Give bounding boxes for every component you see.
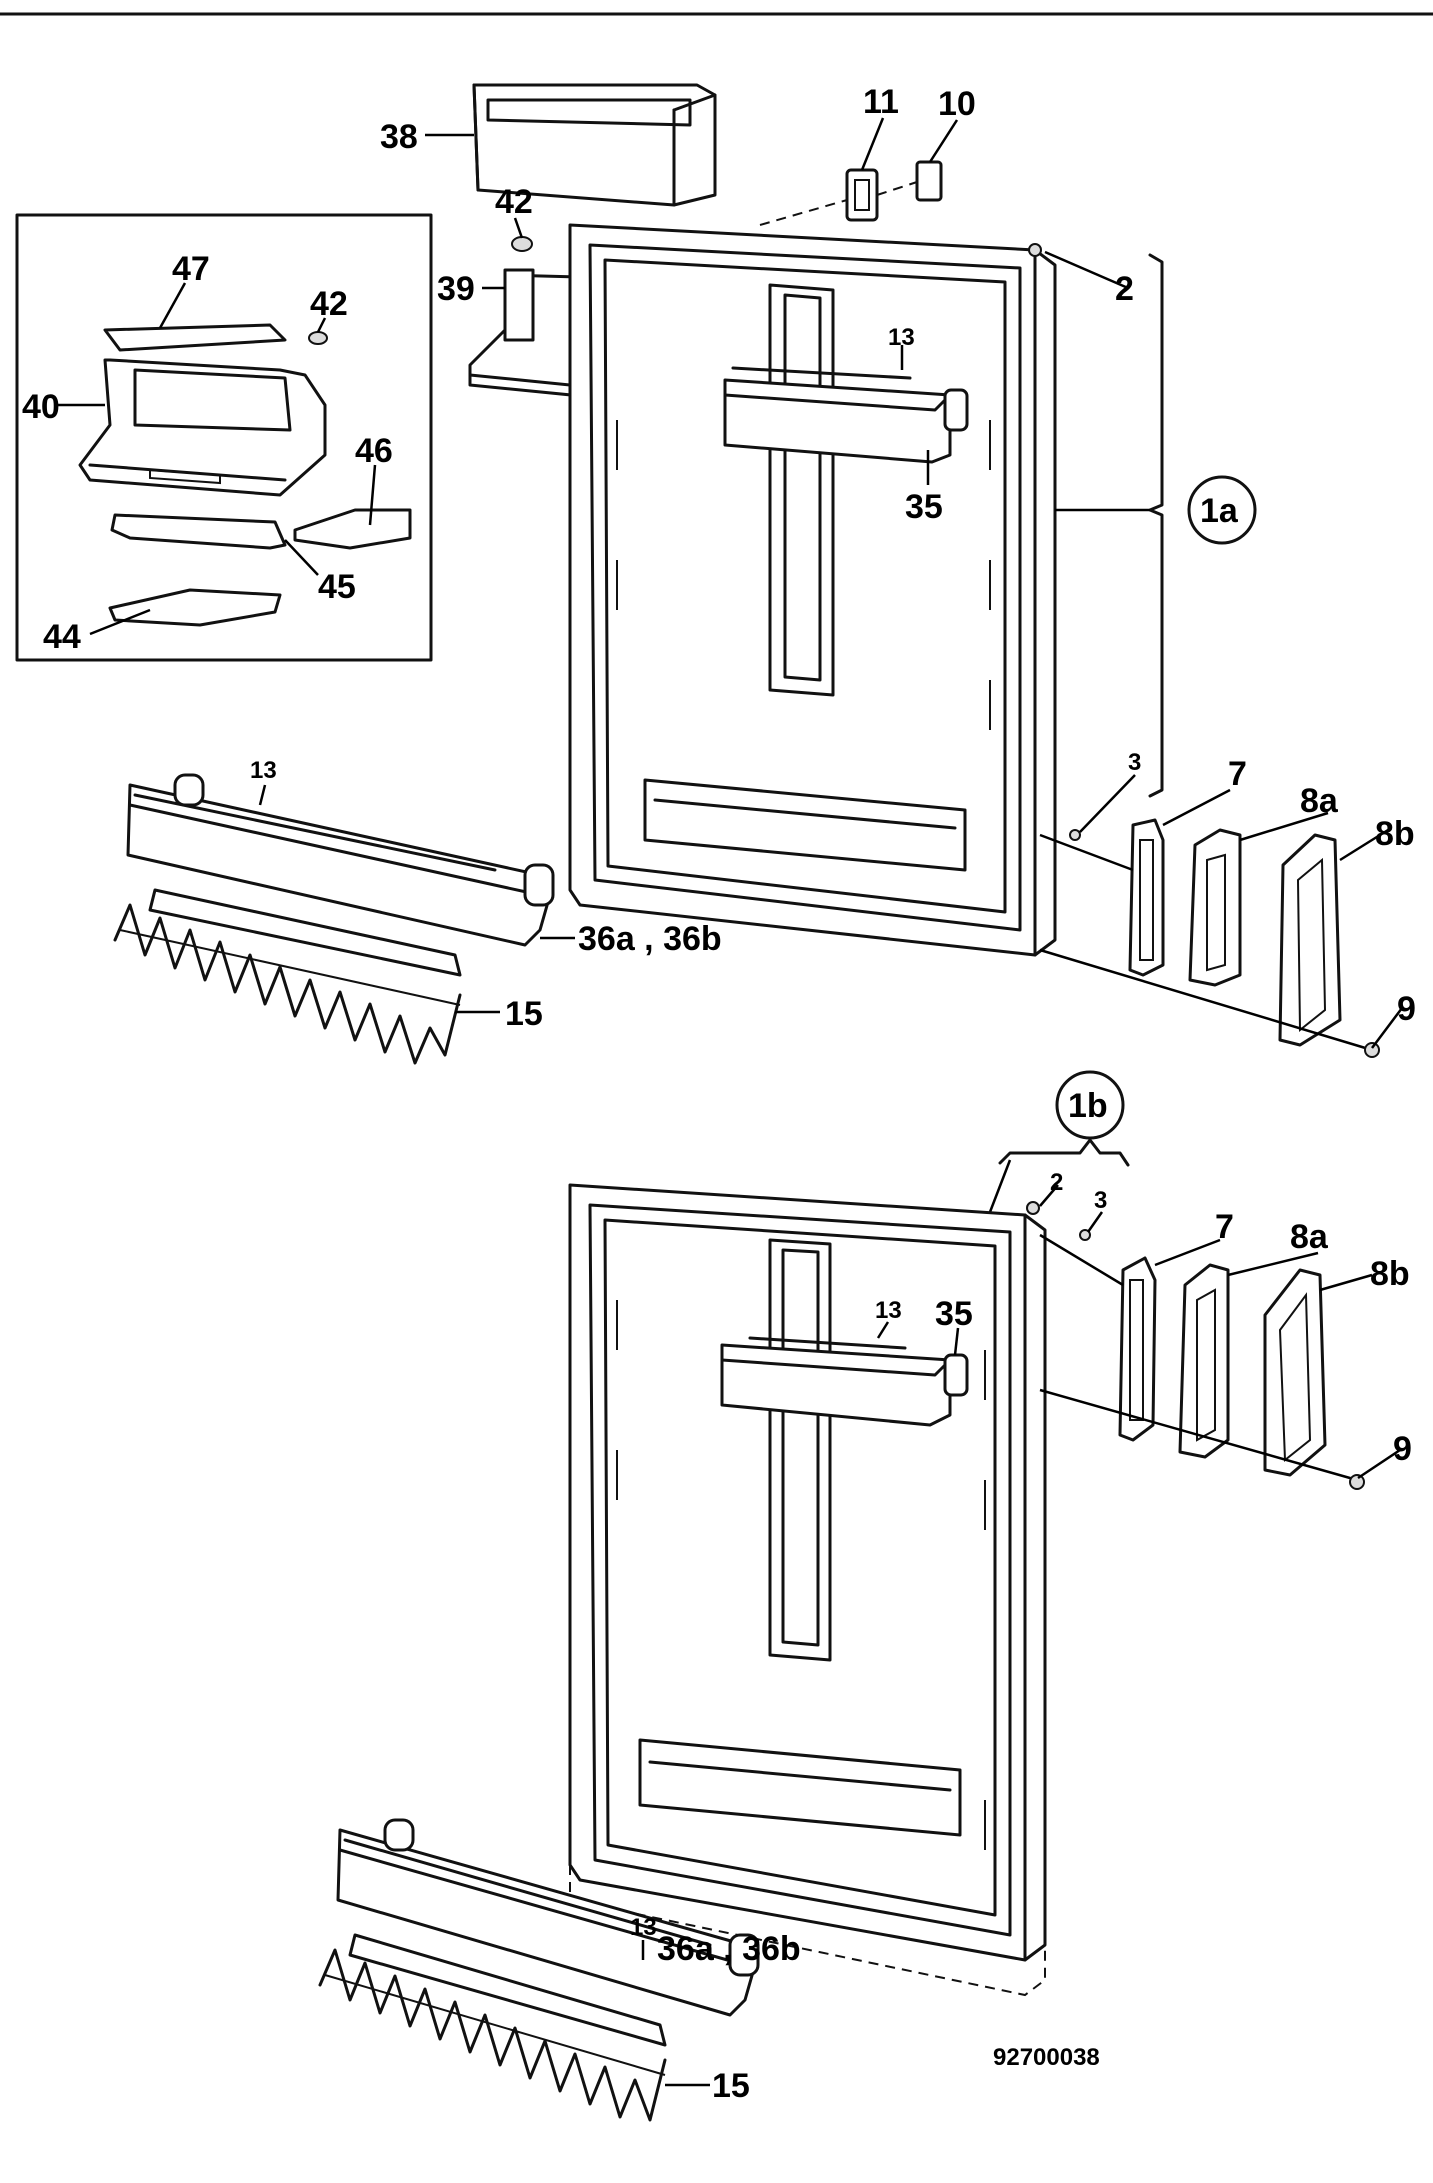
label-11: 11	[863, 83, 899, 121]
label-2-lower: 2	[1050, 1169, 1063, 1196]
part-8a-handle-lower	[1178, 1263, 1230, 1459]
label-35-lower: 35	[935, 1295, 973, 1333]
part-8a-handle	[1188, 828, 1242, 987]
part-38-box	[472, 83, 717, 207]
part-42-knob-upper	[511, 236, 533, 252]
label-13-upper-door: 13	[888, 324, 915, 351]
label-44: 44	[43, 618, 81, 656]
part-3-screw-upper	[1069, 829, 1081, 841]
label-3-lower: 3	[1094, 1187, 1107, 1214]
label-8b-upper: 8b	[1375, 815, 1415, 853]
part-8b-handle-lower	[1263, 1268, 1327, 1477]
label-15-upper: 15	[505, 995, 543, 1033]
label-13-lower-door: 13	[875, 1297, 902, 1324]
label-38: 38	[380, 118, 418, 156]
part-10-clip	[915, 160, 943, 202]
part-46-plate	[293, 508, 412, 550]
label-46: 46	[355, 432, 393, 470]
part-42-knob	[308, 331, 328, 345]
label-2-upper: 2	[1115, 270, 1134, 308]
part-7-handle-lower	[1118, 1256, 1157, 1442]
part-13-rod-lower	[748, 1336, 907, 1350]
label-45: 45	[318, 568, 356, 606]
label-40: 40	[22, 388, 60, 426]
part-45-bracket	[110, 513, 287, 550]
label-15-lower: 15	[712, 2067, 750, 2105]
bracket-1b	[998, 1138, 1130, 1167]
door-1b-frame	[568, 1183, 1047, 1997]
label-36-lower: 36a , 36b	[657, 1930, 801, 1968]
label-35-upper: 35	[905, 488, 943, 526]
part-47-lid	[103, 323, 287, 352]
label-36-upper: 36a , 36b	[578, 920, 722, 958]
leader-lines	[58, 117, 1403, 2087]
part-35-shelf-lower	[720, 1343, 969, 1427]
handles-upper	[1039, 818, 1380, 1058]
label-13-upper-shelf: 13	[250, 757, 277, 784]
handles-lower	[1039, 1233, 1365, 1490]
label-8a-lower: 8a	[1290, 1218, 1329, 1256]
part-35-shelf-upper	[723, 378, 969, 464]
label-7-upper: 7	[1228, 755, 1247, 793]
part-11-clip	[845, 168, 879, 222]
part-9-screw-lower	[1349, 1474, 1365, 1490]
label-42-upper: 42	[495, 183, 533, 221]
door-1a-frame	[568, 223, 1057, 957]
label-42-inset: 42	[310, 285, 348, 323]
label-39: 39	[437, 270, 475, 308]
callout-circle-1b	[1055, 1070, 1125, 1140]
part-13-rod-upper	[731, 366, 912, 380]
label-8a-upper: 8a	[1300, 782, 1339, 820]
label-8b-lower: 8b	[1370, 1255, 1410, 1293]
label-47: 47	[172, 250, 210, 288]
part-36-shelf-upper	[126, 773, 555, 947]
part-2-screw-upper	[1028, 243, 1042, 257]
drawing-number: 92700038	[993, 2044, 1100, 2071]
label-3-upper: 3	[1128, 749, 1141, 776]
inset-box	[15, 213, 433, 662]
callout-circle-1a	[1187, 475, 1257, 545]
bracket-1a	[1148, 253, 1164, 798]
label-13-lower-shelf: 13	[630, 1914, 657, 1941]
part-2-screw-lower	[1026, 1201, 1040, 1215]
label-7-lower: 7	[1215, 1208, 1234, 1246]
label-9-lower: 9	[1393, 1430, 1412, 1468]
callout-labels: 38 11 10 42 39 2 13 35 1a 47 42 40 46 45…	[22, 83, 1416, 2105]
part-3-screw-lower	[1079, 1229, 1091, 1241]
part-8b-handle	[1278, 833, 1342, 1047]
part-44-tray	[108, 588, 282, 627]
part-7-handle	[1128, 818, 1165, 977]
part-15-rail-upper	[113, 888, 462, 1065]
label-1a: 1a	[1200, 492, 1239, 530]
label-1b: 1b	[1068, 1087, 1108, 1125]
label-9-upper: 9	[1397, 990, 1416, 1028]
part-15-rail-lower	[318, 1933, 667, 2122]
part-9-screw-upper	[1364, 1042, 1380, 1058]
label-10: 10	[938, 85, 976, 123]
part-36-shelf-lower	[336, 1818, 760, 2017]
